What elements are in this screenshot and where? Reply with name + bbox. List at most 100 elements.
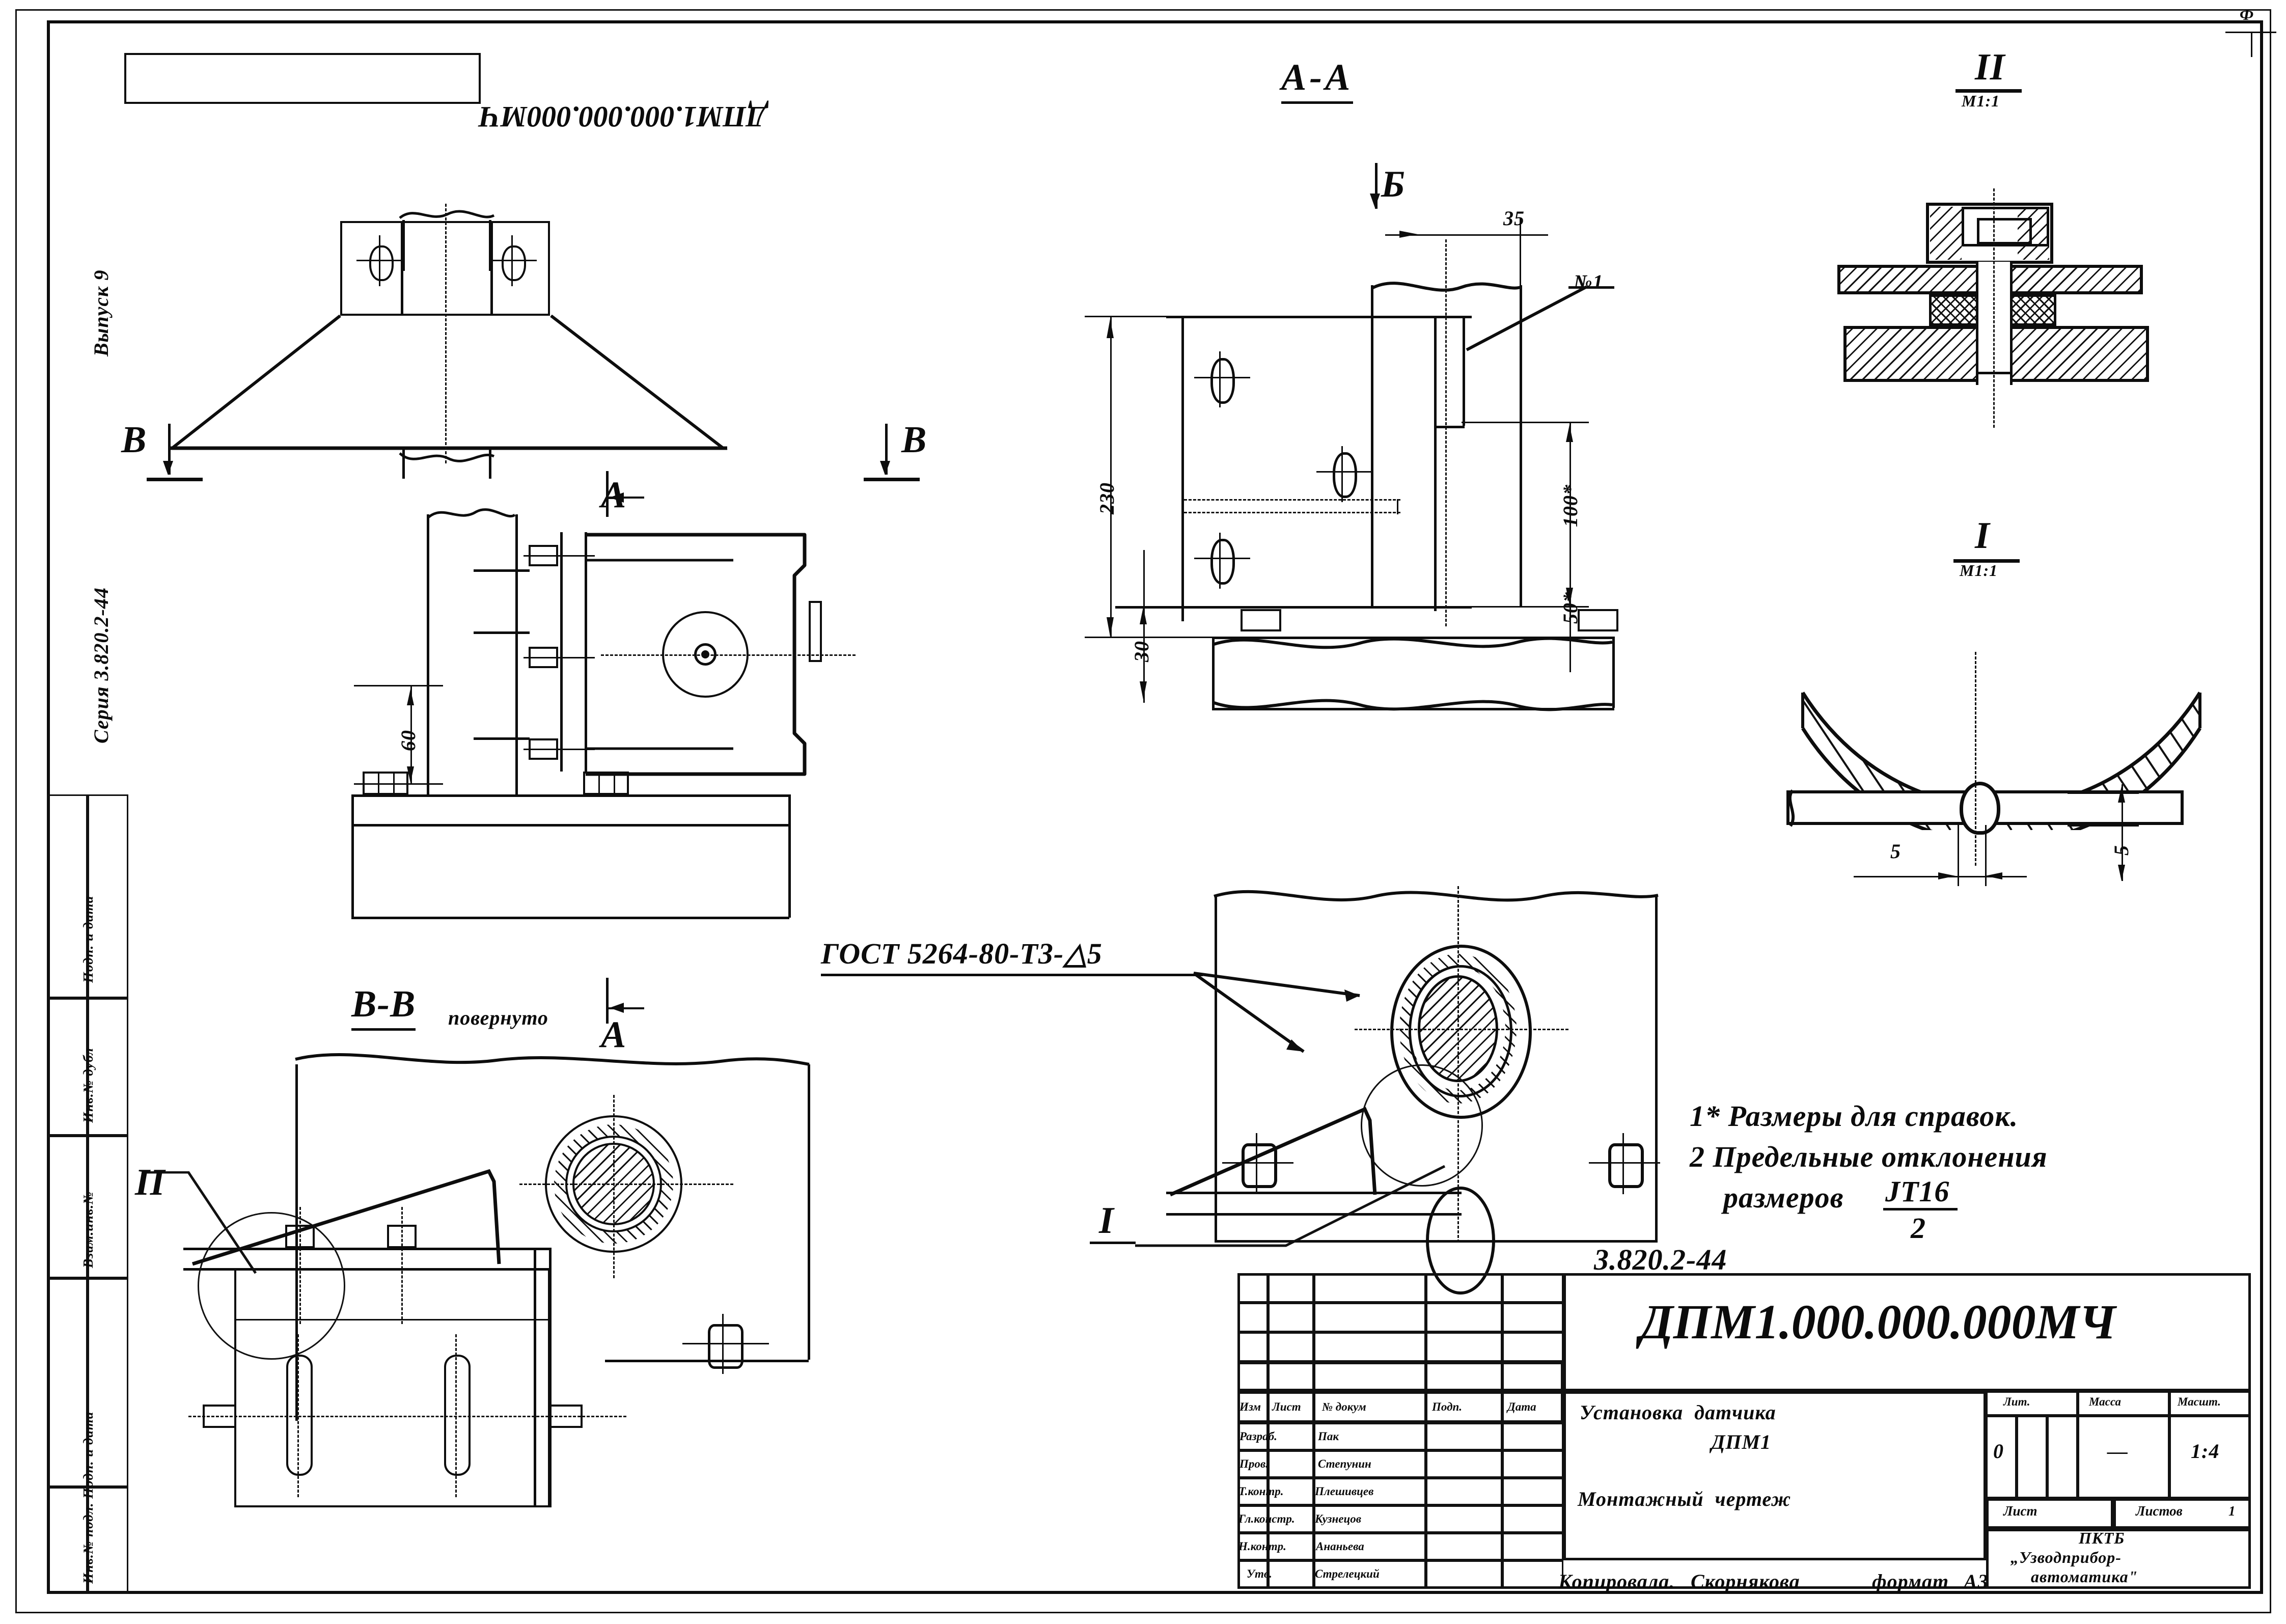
tb-header-row bbox=[1237, 1391, 1563, 1423]
tb-name-0: Пак bbox=[1318, 1430, 1339, 1443]
detail-i-dim5v-ext-t bbox=[2068, 792, 2139, 794]
margin-cell-4b bbox=[88, 1487, 128, 1594]
corner-mark: Ф bbox=[2240, 5, 2254, 23]
aa-pipe-axis bbox=[1445, 239, 1447, 626]
margin-cell-0 bbox=[47, 794, 88, 998]
detail-i-dim5v-line bbox=[2122, 784, 2123, 881]
tb-scale-cell bbox=[2169, 1416, 2251, 1498]
section-mark-v-left: В bbox=[121, 419, 147, 461]
aa-hidden-1 bbox=[1184, 499, 1400, 501]
dim-50: 50* bbox=[1559, 592, 1582, 624]
side-base-nut-left-l bbox=[378, 772, 379, 795]
detail-ii-title: II bbox=[1975, 46, 2005, 88]
front-flange-inner-right bbox=[490, 222, 493, 315]
tb-name-5: Стрелецкий bbox=[1315, 1567, 1380, 1580]
tb-name-cell bbox=[1563, 1391, 1986, 1560]
tb-lit-value: 0 bbox=[1993, 1440, 2004, 1463]
detail-i-circle bbox=[1361, 1064, 1483, 1187]
vv-outer-right bbox=[808, 1064, 810, 1360]
weld-note-shelf bbox=[821, 974, 1203, 976]
front-shaft-right bbox=[489, 220, 491, 271]
detail-ii-nut-hatch-r bbox=[2018, 207, 2049, 260]
front-bolt-right-axis-v bbox=[511, 235, 513, 286]
tb-col-header-data: Дата bbox=[1507, 1400, 1536, 1413]
front-flange-inner-left bbox=[401, 222, 403, 315]
dim100-arrows bbox=[1566, 425, 1573, 605]
tb-rev-row-1 bbox=[1237, 1303, 1563, 1332]
aa-pipe-break bbox=[1371, 282, 1521, 292]
tb-role-4: Н.контр. bbox=[1238, 1540, 1286, 1553]
side-base-left bbox=[351, 794, 354, 918]
corner-rule-v bbox=[2251, 32, 2252, 57]
side-stud-1 bbox=[474, 569, 530, 572]
aa-pipe-left bbox=[1371, 285, 1373, 606]
note-tolerance-numerator: JT16 bbox=[1885, 1175, 1950, 1208]
aa-rail-left bbox=[1212, 637, 1215, 708]
vv-right-rail bbox=[605, 1360, 809, 1362]
detail-ii-scale: М1:1 bbox=[1962, 92, 2000, 110]
tb-organization-cell bbox=[1986, 1529, 2251, 1589]
tb-role-row-0 bbox=[1237, 1423, 1563, 1450]
side-base-nut-right-r bbox=[614, 772, 615, 795]
dim100-ext-top bbox=[1462, 422, 1589, 423]
tb-lit-header: Лит. bbox=[2003, 1395, 2030, 1408]
section-aa-marker-b: Б bbox=[1381, 163, 1406, 205]
vv-pipe-axis-v bbox=[613, 1095, 615, 1278]
side-base-bot bbox=[351, 917, 789, 919]
tb-scale-header: Масшт. bbox=[2178, 1395, 2221, 1408]
margin-cell-2b bbox=[88, 1136, 128, 1278]
section-mark-v-right: В bbox=[901, 419, 927, 461]
mirrored-code-box bbox=[124, 53, 481, 104]
tb-name-1: Степунин bbox=[1318, 1457, 1371, 1470]
detail-i-dim5v-ext-b bbox=[2068, 825, 2139, 827]
side-base-nut-left bbox=[363, 772, 408, 795]
front-break-bottom bbox=[399, 452, 495, 462]
section-a-bottom-stem bbox=[606, 978, 609, 1024]
detail-i-weld-bead bbox=[1960, 782, 2000, 835]
detail-i-dim-5v: 5 bbox=[2110, 845, 2133, 856]
aa-boss-top bbox=[1434, 426, 1465, 428]
detail-ii-nut-inner bbox=[1977, 218, 2032, 244]
aa-plate-left bbox=[1181, 316, 1184, 621]
margin-cell-2 bbox=[47, 1136, 88, 1278]
section-vv-subtitle: повернуто bbox=[448, 1006, 548, 1029]
wv-base-bolt-right-axis-v bbox=[1622, 1133, 1624, 1194]
front-bolt-right-axis-h bbox=[489, 260, 537, 261]
margin-cell-1b bbox=[88, 998, 128, 1136]
vv-break-top bbox=[295, 1053, 810, 1066]
front-bolt-left-axis-v bbox=[379, 235, 380, 286]
margin-label-2: Взам.инв.№ bbox=[80, 1191, 96, 1268]
wv-base-bolt-left-axis-v bbox=[1256, 1133, 1257, 1194]
tb-name-line-2: ДПМ1 bbox=[1711, 1430, 1772, 1453]
detail-i-dim5v-arrows bbox=[2118, 786, 2125, 881]
vv-slot-1 bbox=[286, 1355, 313, 1476]
wv-base-bolt-right-axis-h bbox=[1589, 1162, 1660, 1164]
dim230-ext-top bbox=[1085, 316, 1192, 317]
footer-format-label: формат bbox=[1872, 1570, 1949, 1593]
tb-role-5: Утв. bbox=[1247, 1567, 1272, 1580]
section-a-top-line bbox=[609, 497, 644, 499]
section-a-bottom-line bbox=[609, 1007, 644, 1009]
aa-bolt-2-axis-h bbox=[1316, 471, 1372, 473]
section-mark-a-bottom: А bbox=[601, 1014, 627, 1056]
section-aa-b-head bbox=[1370, 194, 1380, 208]
wv-base-bolt-right bbox=[1608, 1143, 1644, 1188]
detail-i-underline bbox=[1090, 1242, 1136, 1244]
tb-sheet-cell bbox=[1986, 1498, 2113, 1529]
tb-sheet-header: Лист bbox=[2003, 1503, 2037, 1519]
side-base-top bbox=[351, 794, 789, 797]
dim-100: 100* bbox=[1559, 484, 1582, 527]
detail-i-mark: I bbox=[1099, 1200, 1114, 1242]
tb-mass-header-cell bbox=[2078, 1391, 2169, 1416]
tb-col-header-docnum: № докум bbox=[1322, 1400, 1366, 1413]
tb-rev-row-2 bbox=[1237, 1332, 1563, 1362]
tb-org-line-3: автоматика" bbox=[2031, 1567, 2138, 1586]
wv-plate-bot bbox=[1166, 1213, 1462, 1216]
front-bolt-left-axis-h bbox=[356, 260, 404, 261]
detail-ii-mark: II bbox=[135, 1162, 166, 1203]
tb-scale-value: 1:4 bbox=[2191, 1440, 2220, 1463]
aa-bolt-2-axis-v bbox=[1341, 446, 1343, 502]
tb-designation-cell bbox=[1563, 1273, 2251, 1391]
tb-col-header-list: Лист bbox=[1272, 1400, 1301, 1413]
vv-body-line bbox=[235, 1319, 549, 1320]
